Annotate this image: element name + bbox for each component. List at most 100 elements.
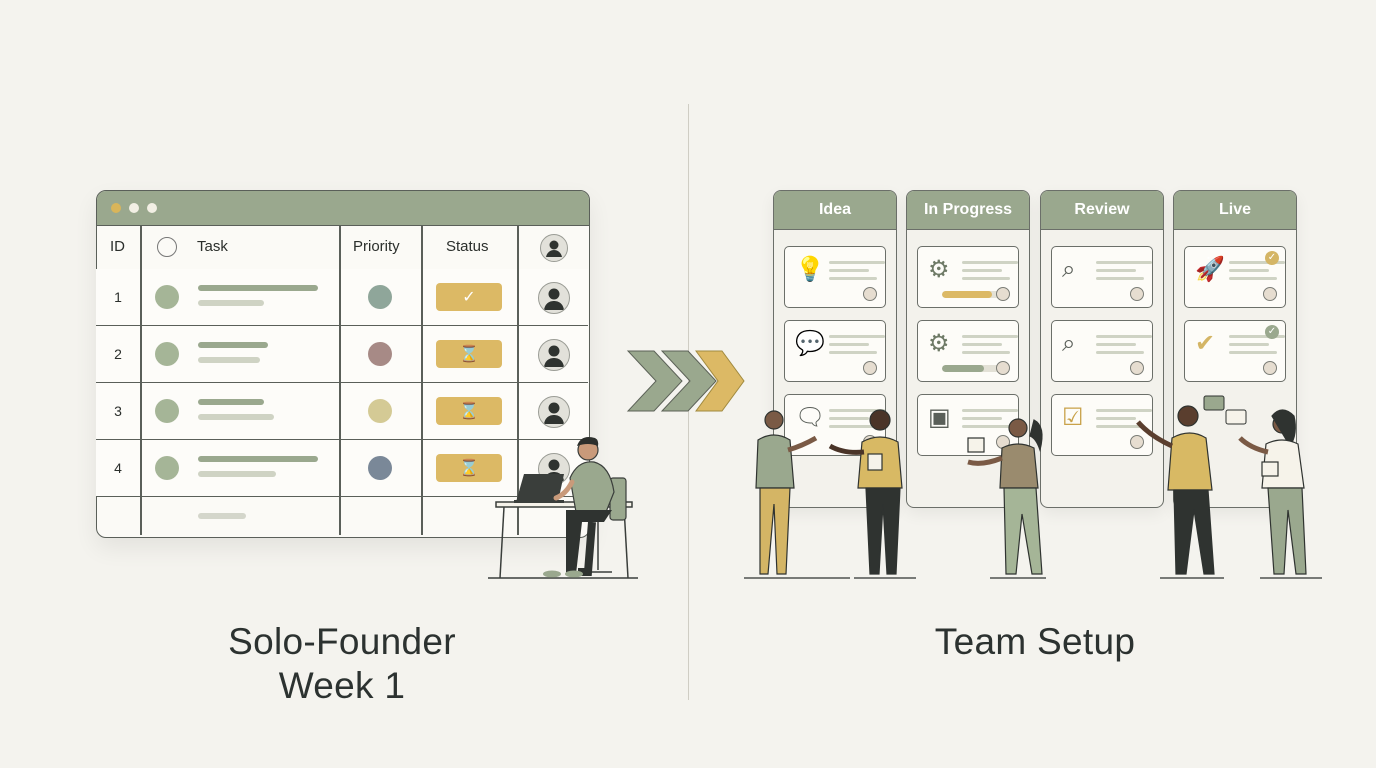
card-check-badge-icon: ✓ [1265, 251, 1279, 265]
left-caption: Solo-Founder Week 1 [172, 620, 512, 708]
card-text-line [829, 277, 877, 280]
task-status-dot[interactable] [155, 342, 179, 366]
priority-dot[interactable] [368, 456, 392, 480]
card-text-line [1096, 277, 1144, 280]
assignee-user-icon[interactable] [538, 339, 570, 371]
status-badge[interactable]: ⌛ [436, 397, 502, 425]
card-text-line [1229, 351, 1277, 354]
right-caption: Team Setup [934, 621, 1136, 662]
kanban-card[interactable]: ⚙ [917, 246, 1019, 308]
task-title-bar [198, 399, 264, 405]
card-assignee-avatar [1130, 287, 1144, 301]
task-status-dot[interactable] [155, 285, 179, 309]
magnifier-check-icon: ⌕ [1062, 329, 1076, 357]
card-text-line [829, 417, 869, 420]
task-subtitle-bar [198, 357, 260, 363]
card-assignee-avatar [1130, 361, 1144, 375]
window-dot-icon [111, 203, 121, 213]
row-id: 1 [114, 289, 122, 305]
card-text-line [1096, 335, 1152, 338]
kanban-card[interactable]: 💡 [784, 246, 886, 308]
solo-founder-illustration [488, 437, 638, 579]
card-text-line [1229, 277, 1277, 280]
card-text-line [962, 425, 1010, 428]
gear-icon: ⚙ [928, 255, 950, 283]
kanban-card[interactable]: ✔✓ [1184, 320, 1286, 382]
checkmark-icon: ✔ [1195, 329, 1216, 357]
card-text-line [829, 335, 885, 338]
task-title-bar [198, 456, 318, 462]
task-status-dot[interactable] [155, 399, 179, 423]
kanban-column: In Progress ⚙ ⚙ ▣ [906, 190, 1030, 508]
assignee-user-icon[interactable] [538, 282, 570, 314]
card-assignee-avatar [863, 287, 877, 301]
task-title-bar [198, 285, 318, 291]
task-grid [96, 225, 588, 536]
rocket-icon: 🚀 [1195, 255, 1225, 283]
lightbulb-icon: 💡 [795, 255, 825, 283]
card-text-line [829, 269, 869, 272]
select-all-circle-icon[interactable] [157, 237, 177, 257]
kanban-card[interactable]: 💬 [784, 320, 886, 382]
card-text-line [1229, 335, 1285, 338]
priority-dot[interactable] [368, 342, 392, 366]
header-status: Status [446, 238, 489, 255]
window-dot-icon [129, 203, 139, 213]
window-titlebar [97, 191, 589, 226]
window-dot-icon [147, 203, 157, 213]
team-illustration [744, 395, 1322, 579]
card-text-line [829, 343, 869, 346]
card-assignee-avatar [1263, 287, 1277, 301]
status-badge[interactable]: ✓ [436, 283, 502, 311]
kanban-card[interactable]: ⌕ [1051, 320, 1153, 382]
card-text-line [962, 343, 1002, 346]
kanban-column: Review ⌕ ⌕ ☑ [1040, 190, 1164, 508]
card-text-line [1096, 425, 1144, 428]
priority-dot[interactable] [368, 285, 392, 309]
gear-icon: ⚙ [928, 329, 950, 357]
priority-dot[interactable] [368, 399, 392, 423]
kanban-card[interactable]: ☑ [1051, 394, 1153, 456]
card-text-line [962, 335, 1018, 338]
task-title-bar [198, 342, 268, 348]
header-task: Task [197, 238, 228, 255]
card-text-line [1096, 343, 1136, 346]
comment-icon: 🗨 [795, 403, 826, 431]
header-id: ID [110, 238, 125, 255]
task-subtitle-bar [198, 300, 264, 306]
card-text-line [962, 417, 1002, 420]
card-text-line [962, 409, 1018, 412]
card-text-line [962, 277, 1010, 280]
kanban-card[interactable]: ▣ [917, 394, 1019, 456]
kanban-column-header[interactable]: In Progress [907, 191, 1029, 230]
assignee-user-icon[interactable] [538, 396, 570, 428]
kanban-column-header[interactable]: Review [1041, 191, 1163, 230]
card-assignee-avatar [1263, 361, 1277, 375]
status-badge[interactable]: ⌛ [436, 340, 502, 368]
kanban-column-header[interactable]: Live [1174, 191, 1296, 230]
left-caption-line2: Week 1 [278, 665, 406, 706]
kanban-column-header[interactable]: Idea [774, 191, 896, 230]
kanban-card[interactable]: ⚙ [917, 320, 1019, 382]
card-text-line [1096, 409, 1152, 412]
status-badge[interactable]: ⌛ [436, 454, 502, 482]
card-text-line [1096, 351, 1144, 354]
card-text-line [962, 269, 1002, 272]
left-caption-line1: Solo-Founder [228, 621, 456, 662]
card-text-line [1229, 343, 1269, 346]
row-id: 3 [114, 403, 122, 419]
row-id: 2 [114, 346, 122, 362]
kanban-card[interactable]: 🚀✓ [1184, 246, 1286, 308]
card-progress-bar [942, 291, 1006, 298]
card-text-line [962, 261, 1018, 264]
task-status-dot[interactable] [155, 456, 179, 480]
card-assignee-avatar [996, 361, 1010, 375]
task-subtitle-bar [198, 414, 274, 420]
card-text-line [962, 351, 1010, 354]
kanban-card[interactable]: ⌕ [1051, 246, 1153, 308]
org-chart-icon: ▣ [928, 403, 951, 431]
card-text-line [1229, 269, 1269, 272]
card-text-line [1096, 269, 1136, 272]
card-check-badge-icon: ✓ [1265, 325, 1279, 339]
card-assignee-avatar [996, 287, 1010, 301]
